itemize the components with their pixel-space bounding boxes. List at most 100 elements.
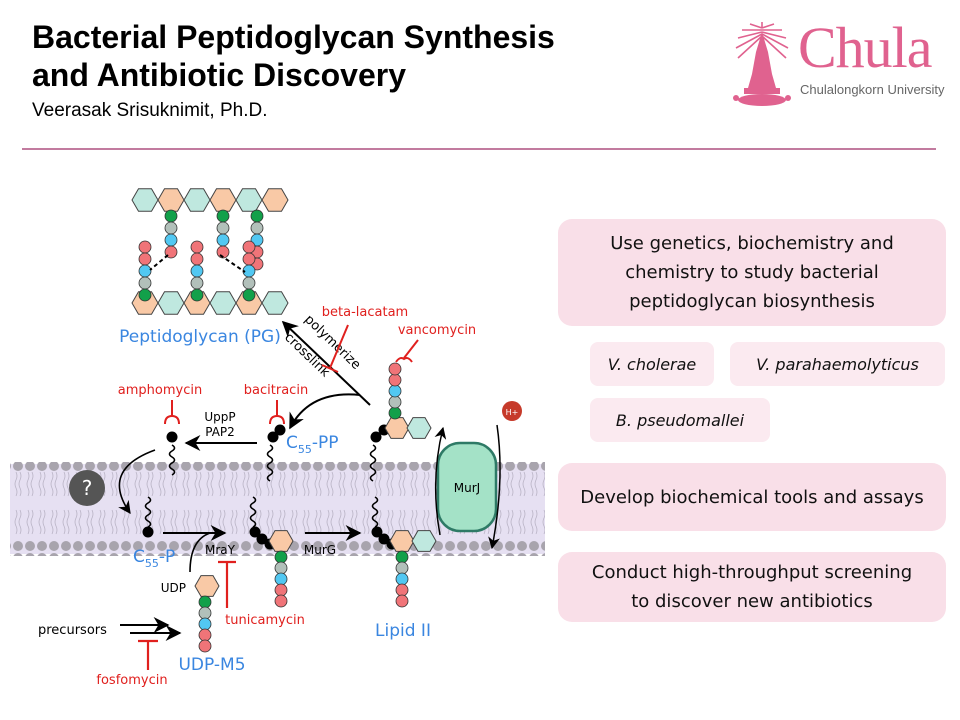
glcnac-sugar: [209, 291, 237, 315]
research-goal-genetics: Use genetics, biochemistry and chemistry…: [558, 219, 946, 326]
title-line-1: Bacterial Peptidoglycan Synthesis: [32, 19, 555, 55]
murnac-sugar: [194, 575, 220, 597]
lipid-ii-label: Lipid II: [375, 621, 431, 641]
lipid-tail: [249, 496, 257, 528]
murj-label: MurJ: [454, 481, 480, 495]
fosfomycin-label: fosfomycin: [96, 673, 167, 688]
amino-acid-bead: [198, 606, 212, 620]
phosphate: [166, 431, 178, 443]
lipid-tail: [371, 496, 379, 528]
murg-label: MurG: [304, 543, 336, 557]
amino-acid-bead: [388, 395, 402, 409]
mray-label: MraY: [205, 543, 236, 557]
amino-acid-bead: [395, 561, 409, 575]
chula-emblem-icon: [733, 22, 791, 106]
murnac-sugar: [157, 188, 185, 212]
amino-acid-bead: [190, 288, 204, 302]
amino-acid-bead: [274, 572, 288, 586]
phosphate: [256, 533, 268, 545]
phosphate: [249, 526, 261, 538]
amphomycin-inhibitor: amphomycin: [118, 383, 202, 425]
lipid-tail: [369, 444, 377, 482]
amino-acid-bead: [138, 240, 152, 254]
murnac-sugar: [183, 291, 211, 315]
amino-acid-bead: [138, 288, 152, 302]
amino-acid-bead: [274, 594, 288, 608]
organism-v-cholerae: V. cholerae: [590, 342, 714, 386]
slide-title: Bacterial Peptidoglycan Synthesis and An…: [32, 18, 555, 94]
amino-acid-bead: [164, 221, 178, 235]
amino-acid-bead: [250, 221, 264, 235]
amino-acid-bead: [250, 209, 264, 223]
amino-acid-bead: [388, 373, 402, 387]
uppp-label: UppP: [204, 410, 235, 424]
amphomycin-label: amphomycin: [118, 383, 202, 398]
glcnac-sugar: [406, 417, 432, 439]
phosphate: [267, 431, 279, 443]
organism-b-pseudomallei: B. pseudomallei: [590, 398, 770, 442]
amino-acid-bead: [395, 583, 409, 597]
amino-acid-bead: [138, 264, 152, 278]
phosphate: [274, 424, 286, 436]
amino-acid-bead: [216, 209, 230, 223]
amino-acid-bead: [274, 583, 288, 597]
udp-m5-label: UDP-M5: [178, 655, 245, 675]
peptidoglycan-pathway-diagram: Peptidoglycan (PG) polymerize crosslink …: [10, 188, 545, 688]
amino-acid-bead: [395, 594, 409, 608]
author-name: Veerasak Srisuknimit, Ph.D.: [32, 100, 268, 121]
amino-acid-bead: [190, 276, 204, 290]
question-mark-icon: ?: [82, 476, 93, 500]
amino-acid-bead: [388, 384, 402, 398]
amino-acid-bead: [138, 276, 152, 290]
phosphate: [142, 526, 154, 538]
lipid-tail: [168, 444, 176, 476]
amino-acid-bead: [198, 639, 212, 653]
amino-acid-bead: [388, 406, 402, 420]
peptidoglycan-label: Peptidoglycan (PG): [119, 327, 281, 347]
glcnac-sugar: [411, 530, 437, 552]
tunicamycin-label: tunicamycin: [225, 613, 305, 628]
amino-acid-bead: [164, 209, 178, 223]
amino-acid-bead: [274, 550, 288, 564]
crosslink-bond: [219, 254, 246, 273]
amino-acid-bead: [242, 288, 256, 302]
murnac-sugar: [261, 188, 289, 212]
glcnac-sugar: [157, 291, 185, 315]
beta-lactam-inhibitor: beta-lacatam: [321, 305, 408, 373]
glcnac-sugar: [235, 188, 263, 212]
amino-acid-bead: [198, 617, 212, 631]
murj-flippase: MurJ: [434, 424, 501, 550]
c55p-label: C55-P: [133, 547, 175, 570]
header-divider: [22, 148, 936, 150]
amino-acid-bead: [395, 550, 409, 564]
bacitracin-inhibitor: bacitracin: [244, 383, 308, 425]
flip-arrow: [118, 449, 156, 515]
phosphate: [378, 533, 390, 545]
amino-acid-bead: [138, 252, 152, 266]
amino-acid-bead: [216, 233, 230, 247]
amino-acid-bead: [242, 240, 256, 254]
murnac-sugar: [268, 530, 294, 552]
logo-subtitle: Chulalongkorn University: [800, 82, 945, 97]
title-line-2: and Antibiotic Discovery: [32, 57, 406, 93]
lipid-tail: [144, 496, 152, 528]
lipid-tail: [266, 444, 274, 482]
pap2-label: PAP2: [205, 425, 235, 439]
logo-wordmark: Chula: [798, 15, 933, 80]
amino-acid-bead: [388, 362, 402, 376]
murnac-sugar: [131, 291, 159, 315]
phosphate: [371, 526, 383, 538]
amino-acid-bead: [274, 561, 288, 575]
phosphate: [370, 431, 382, 443]
research-goal-screening: Conduct high-throughput screening to dis…: [558, 552, 946, 622]
peptidoglycan-structure: [131, 188, 289, 315]
amino-acid-bead: [190, 252, 204, 266]
fosfomycin-inhibitor: fosfomycin: [96, 639, 168, 688]
udp-release-curve: [189, 532, 211, 573]
amino-acid-bead: [216, 221, 230, 235]
murnac-sugar: [209, 188, 237, 212]
udp-label: UDP: [161, 581, 186, 595]
amino-acid-bead: [190, 240, 204, 254]
tunicamycin-inhibitor: tunicamycin: [218, 560, 305, 628]
c55pp-label: C55-PP: [286, 433, 339, 456]
